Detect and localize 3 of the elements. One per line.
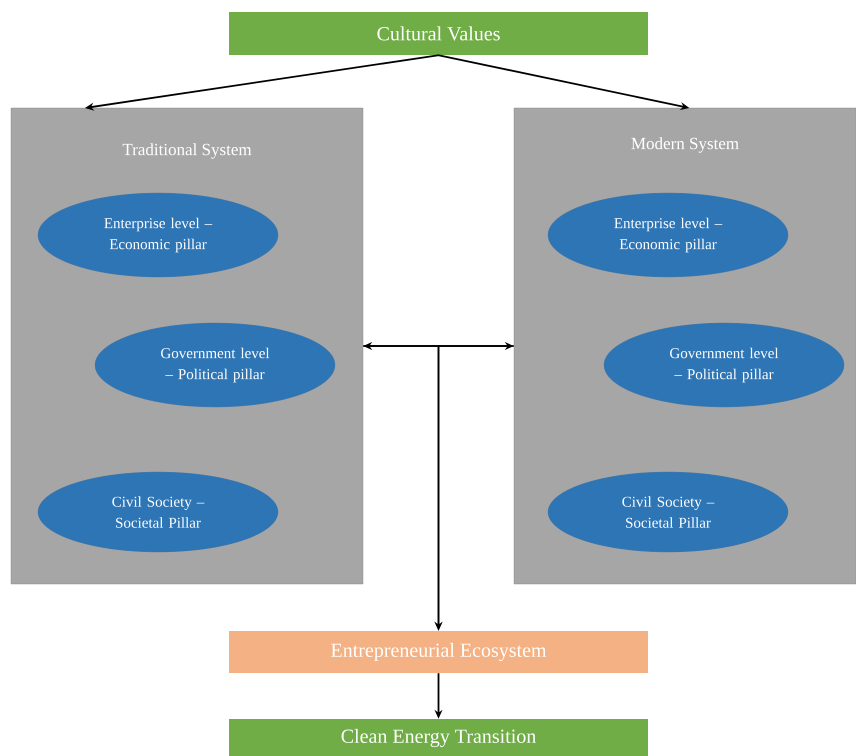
title-bar: Entrepreneurial Ecosystem [229, 631, 648, 673]
title-bar: Cultural Values [229, 12, 648, 55]
title-bar: Clean Energy Transition [229, 719, 648, 756]
